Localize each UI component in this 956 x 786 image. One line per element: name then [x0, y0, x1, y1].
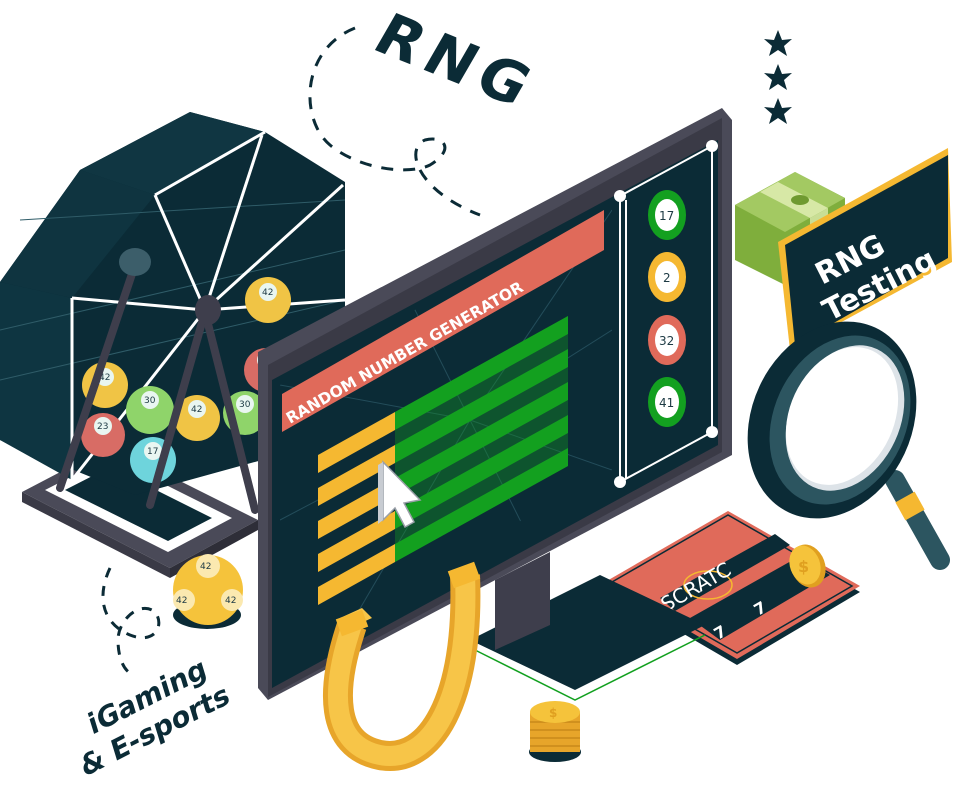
lottery-ball: 42	[245, 277, 291, 323]
svg-text:42: 42	[225, 596, 236, 606]
svg-text:41: 41	[659, 396, 674, 410]
result-rows	[318, 316, 568, 605]
svg-text:30: 30	[144, 396, 156, 406]
result-row	[318, 316, 568, 473]
coin-stack-icon: $	[529, 701, 581, 762]
number-chip: 32	[648, 315, 686, 365]
svg-text:42: 42	[191, 405, 202, 415]
horseshoe-icon	[323, 561, 481, 771]
svg-text:30: 30	[239, 400, 251, 410]
result-row	[318, 448, 568, 605]
mouse-cursor-icon	[378, 460, 422, 529]
dashed-path-bottom	[101, 567, 161, 675]
number-chips: 17 2 32 41	[648, 190, 686, 427]
monitor-stand-neck	[495, 552, 550, 650]
svg-text:$: $	[549, 706, 557, 720]
result-row	[318, 349, 568, 506]
lottery-cage: 42 23 42 30 42 30 23 17	[0, 112, 346, 578]
cage-hub	[195, 295, 221, 325]
loose-lottery-ball: 42 42 42	[173, 554, 243, 629]
rng-title: RNG	[363, 1, 550, 122]
lottery-ball: 30	[126, 386, 174, 434]
monitor: RANDOM NUMBER GENERATOR	[258, 108, 732, 701]
lottery-ball: 23	[81, 413, 125, 457]
rng-banner	[282, 210, 604, 432]
svg-text:2: 2	[663, 271, 671, 285]
svg-text:42: 42	[262, 288, 273, 298]
svg-text:17: 17	[659, 209, 674, 223]
number-chip: 41	[648, 377, 686, 427]
result-row	[318, 415, 568, 572]
svg-text:$: $	[798, 557, 809, 576]
magnifying-glass-icon	[747, 321, 950, 570]
rating-stars	[764, 30, 792, 124]
number-panel	[614, 140, 718, 488]
lottery-ball: 42	[174, 395, 220, 441]
svg-text:42: 42	[200, 562, 211, 572]
monitor-stand-base	[470, 575, 705, 690]
star-icon	[764, 64, 792, 90]
star-icon	[764, 98, 792, 124]
igaming-caption: iGaming & E-sports	[77, 651, 233, 784]
star-icon	[764, 30, 792, 56]
dashed-path-top	[308, 26, 481, 217]
svg-text:42: 42	[176, 596, 187, 606]
gold-coin-icon: $	[789, 544, 826, 588]
svg-text:42: 42	[99, 373, 110, 383]
scratch-card: SCRATC 7 7 $	[605, 511, 860, 665]
svg-text:23: 23	[97, 422, 108, 432]
svg-text:32: 32	[659, 334, 674, 348]
svg-text:17: 17	[147, 447, 158, 457]
number-chip: 2	[648, 252, 686, 302]
result-row	[318, 382, 568, 539]
rng-title-text: RNG	[363, 1, 550, 122]
number-chip: 17	[648, 190, 686, 240]
